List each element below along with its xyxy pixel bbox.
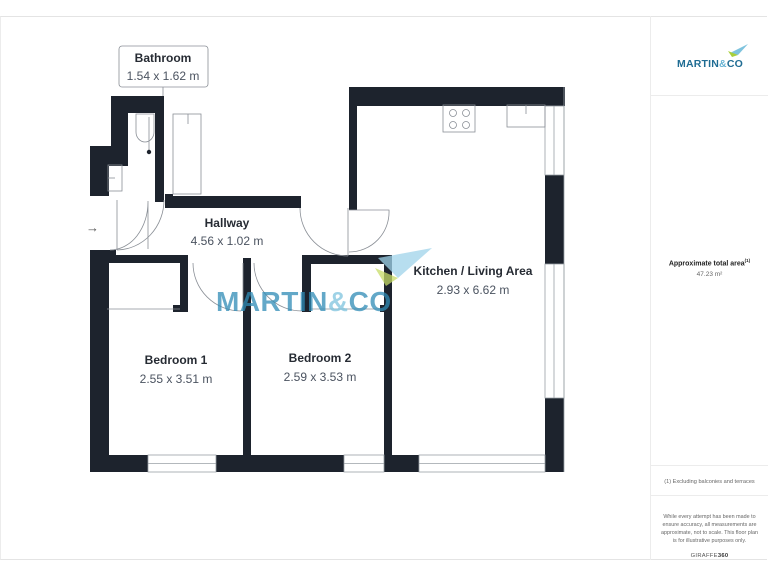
area-label: Approximate total area(1) [668,258,751,268]
bedroom2-name: Bedroom 2 [289,351,352,365]
bedroom2-dims: 2.59 x 3.53 m [284,370,357,384]
bedroom1-name: Bedroom 1 [145,353,208,367]
logo-text: MARTIN&CO [677,58,743,70]
logo-panel: MARTIN&CO [651,16,768,96]
hallway-name: Hallway [205,216,250,230]
hallway-dims: 4.56 x 1.02 m [191,234,264,248]
fixtures [107,104,546,312]
svg-text:MARTIN&CO: MARTIN&CO [216,286,392,317]
kitchen-dims: 2.93 x 6.62 m [437,283,510,297]
giraffe360-credit: GIRAFFE360 [690,553,729,559]
bathroom-name: Bathroom [135,51,192,65]
area-panel: Approximate total area(1) 47.23 m² [651,96,768,466]
bathroom-pipe [146,149,152,155]
area-value: 47.23 m² [696,271,723,279]
footnote-panel: (1) Excluding balconies and terraces [651,466,768,496]
disclaimer: While every attempt has been made to ens… [661,514,758,544]
watermark: MARTIN&CO [216,248,432,317]
footnote: (1) Excluding balconies and terraces [664,479,755,485]
info-sidebar: MARTIN&CO Approximate total area(1) 47.2… [650,16,768,560]
page-frame [0,16,767,560]
logo-bird-icon [728,44,748,57]
bedroom1-dims: 2.55 x 3.51 m [140,372,213,386]
floor-plan: → Bathroom 1.54 x 1.62 m MARTIN&CO Hallw… [86,45,565,473]
martin-co-logo: MARTIN&CO [668,43,752,73]
kitchen-name: Kitchen / Living Area [414,264,533,278]
bathroom-dims: 1.54 x 1.62 m [127,69,200,83]
bathroom-label-box [118,45,209,88]
disclaimer-panel: While every attempt has been made to ens… [651,496,768,560]
entrance-arrow-icon: → [86,220,99,235]
windows [147,87,565,473]
walls [90,87,565,472]
